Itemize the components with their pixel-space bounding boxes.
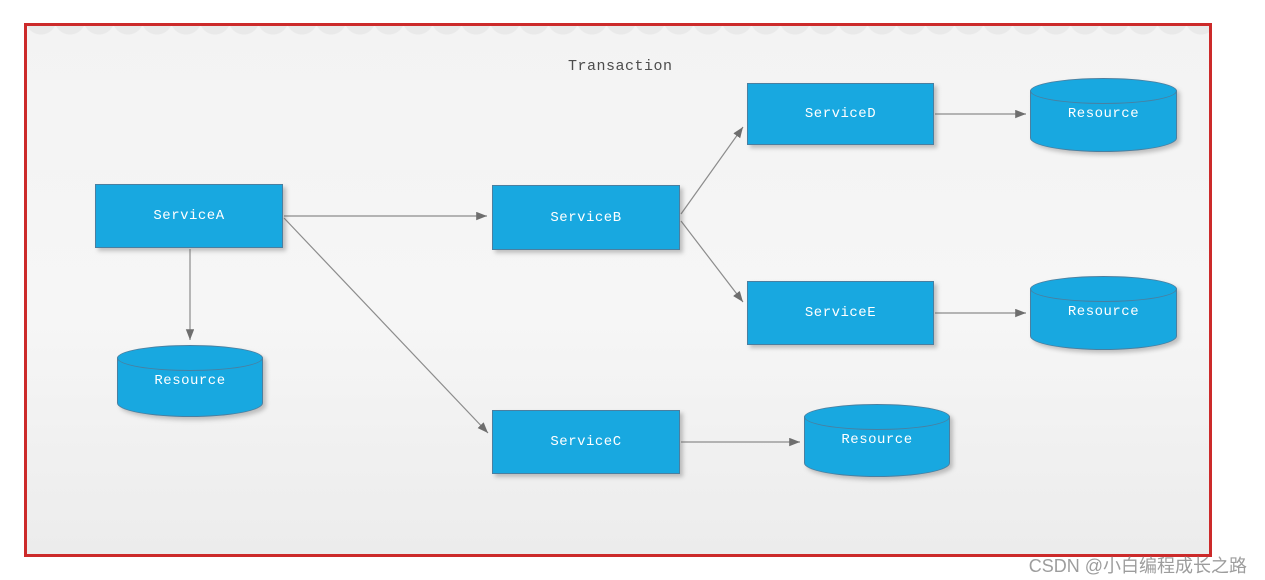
- cylinder-top: [1030, 276, 1177, 302]
- node-resourceA: Resource: [117, 345, 263, 417]
- cylinder-body: [804, 417, 950, 477]
- cylinder-top: [1030, 78, 1177, 104]
- node-serviceC: ServiceC: [492, 410, 680, 474]
- node-label: Resource: [1067, 304, 1140, 320]
- node-label: Resource: [1067, 106, 1140, 122]
- diagram-title: Transaction: [568, 58, 673, 75]
- node-label: ServiceA: [153, 208, 225, 224]
- node-label: ServiceC: [550, 434, 622, 450]
- node-resourceE: Resource: [1030, 276, 1177, 350]
- node-label: ServiceD: [804, 106, 877, 122]
- node-resourceD: Resource: [1030, 78, 1177, 152]
- cylinder-top: [804, 404, 950, 430]
- cylinder-top: [117, 345, 263, 371]
- watermark: CSDN @小白编程成长之路: [1028, 556, 1247, 576]
- node-label: Resource: [154, 373, 226, 389]
- node-serviceD: ServiceD: [747, 83, 934, 145]
- node-label: ServiceB: [550, 209, 622, 226]
- node-serviceE: ServiceE: [747, 281, 934, 345]
- node-label: ServiceE: [804, 305, 877, 321]
- node-resourceC: Resource: [804, 404, 950, 477]
- node-serviceA: ServiceA: [95, 184, 283, 248]
- node-label: Resource: [841, 432, 913, 448]
- node-serviceB: ServiceB: [492, 185, 680, 250]
